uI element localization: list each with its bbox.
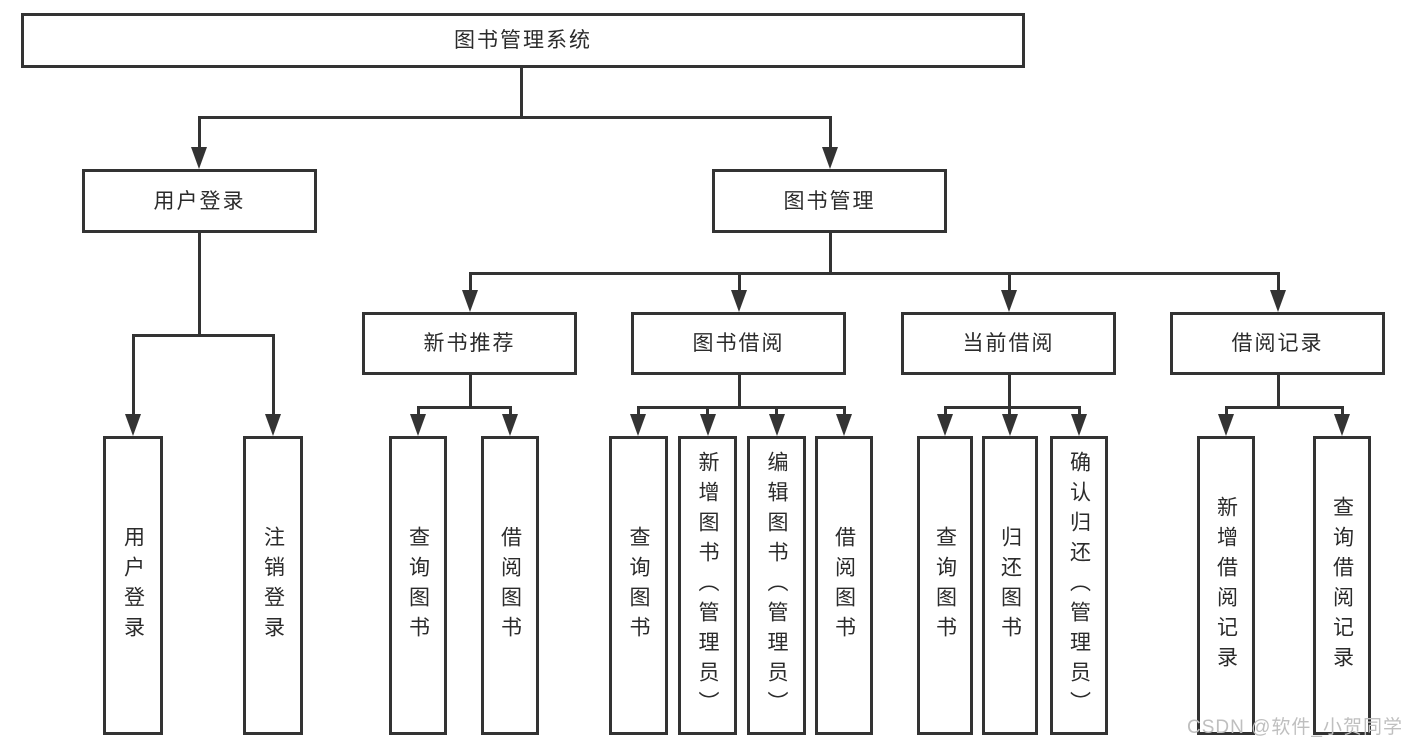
arrow-down-icon [265,414,281,436]
node-root-label: 图书管理系统 [454,29,592,52]
node-user-login-box: 用户登录 [82,169,317,233]
arrow-down-icon [125,414,141,436]
leaf-records-add-record-label: 新增借阅记录 [1214,495,1238,676]
node-book-management-label: 图书管理 [783,189,876,213]
leaf-current-return-books-label: 归还图书 [998,525,1022,646]
leaf-user-login-box: 用户登录 [103,436,163,735]
connector-vline [738,275,741,291]
leaf-borrow-edit-books-admin-box: 编辑图书（管理员） [747,436,806,735]
node-root-box: 图书管理系统 [21,13,1025,68]
connector-vline [520,68,523,118]
connector-vline [843,409,846,416]
watermark-text: CSDN @软件_小贺同学 [1187,717,1403,738]
leaf-current-return-books-box: 归还图书 [982,436,1038,735]
connector-vline [1008,375,1011,408]
connector-hline [417,406,512,409]
leaf-logout-box: 注销登录 [243,436,303,735]
arrow-down-icon [191,147,207,169]
connector-vline [1277,375,1280,408]
arrow-down-icon [836,414,852,436]
arrow-down-icon [630,414,646,436]
arrow-down-icon [1001,290,1017,312]
leaf-borrow-query-books-box: 查询图书 [609,436,668,735]
arrow-down-icon [1270,290,1286,312]
connector-vline [944,409,947,416]
arrow-down-icon [769,414,785,436]
leaf-records-query-record-box: 查询借阅记录 [1313,436,1371,735]
arrow-down-icon [1002,414,1018,436]
connector-hline [637,406,846,409]
arrow-down-icon [937,414,953,436]
leaf-records-query-record-label: 查询借阅记录 [1330,495,1354,676]
connector-vline [1008,409,1011,416]
leaf-recommend-borrow-books-label: 借阅图书 [498,525,522,646]
node-user-login-label: 用户登录 [153,189,246,213]
node-book-borrowing-label: 图书借阅 [692,332,785,355]
arrow-down-icon [822,147,838,169]
connector-hline [1225,406,1344,409]
connector-vline [1277,275,1280,291]
connector-hline [132,334,275,337]
leaf-borrow-add-books-admin-label: 新增图书（管理员） [696,450,719,721]
arrow-down-icon [1218,414,1234,436]
arrow-down-icon [1334,414,1350,436]
arrow-down-icon [462,290,478,312]
leaf-current-confirm-return-admin-box: 确认归还（管理员） [1050,436,1108,735]
leaf-borrow-borrow-books-label: 借阅图书 [832,525,856,646]
connector-vline [417,409,420,416]
node-new-book-recommend-label: 新书推荐 [423,332,516,355]
connector-vline [198,233,201,336]
connector-vline [829,233,832,274]
leaf-logout-label: 注销登录 [261,525,285,646]
connector-vline [738,375,741,408]
arrow-down-icon [1071,414,1087,436]
connector-vline [469,275,472,291]
connector-vline [829,119,832,149]
connector-hline [469,272,1280,275]
connector-vline [198,119,201,149]
leaf-borrow-edit-books-admin-label: 编辑图书（管理员） [765,450,788,721]
connector-vline [637,409,640,416]
connector-vline [272,337,275,415]
node-current-borrowing-label: 当前借阅 [962,332,1055,355]
leaf-current-query-books-box: 查询图书 [917,436,973,735]
connector-hline [198,116,832,119]
node-new-book-recommend-box: 新书推荐 [362,312,577,375]
connector-hline [944,406,1081,409]
connector-vline [775,409,778,416]
node-borrowing-records-label: 借阅记录 [1231,332,1324,355]
node-borrowing-records-box: 借阅记录 [1170,312,1385,375]
leaf-borrow-query-books-label: 查询图书 [627,525,650,646]
leaf-user-login-label: 用户登录 [121,525,145,646]
leaf-borrow-add-books-admin-box: 新增图书（管理员） [678,436,737,735]
connector-vline [1078,409,1081,416]
connector-vline [1225,409,1228,416]
leaf-borrow-borrow-books-box: 借阅图书 [815,436,873,735]
connector-vline [509,409,512,416]
node-book-borrowing-box: 图书借阅 [631,312,846,375]
node-book-management-box: 图书管理 [712,169,947,233]
leaf-current-query-books-label: 查询图书 [933,525,957,646]
arrow-down-icon [410,414,426,436]
connector-vline [469,375,472,408]
leaf-current-confirm-return-admin-label: 确认归还（管理员） [1067,450,1091,721]
connector-vline [1008,275,1011,291]
node-current-borrowing-box: 当前借阅 [901,312,1116,375]
arrow-down-icon [502,414,518,436]
connector-vline [132,337,135,415]
arrow-down-icon [731,290,747,312]
connector-vline [706,409,709,416]
leaf-recommend-borrow-books-box: 借阅图书 [481,436,539,735]
leaf-records-add-record-box: 新增借阅记录 [1197,436,1255,735]
arrow-down-icon [700,414,716,436]
leaf-recommend-query-books-box: 查询图书 [389,436,447,735]
leaf-recommend-query-books-label: 查询图书 [406,525,430,646]
connector-vline [1341,409,1344,416]
